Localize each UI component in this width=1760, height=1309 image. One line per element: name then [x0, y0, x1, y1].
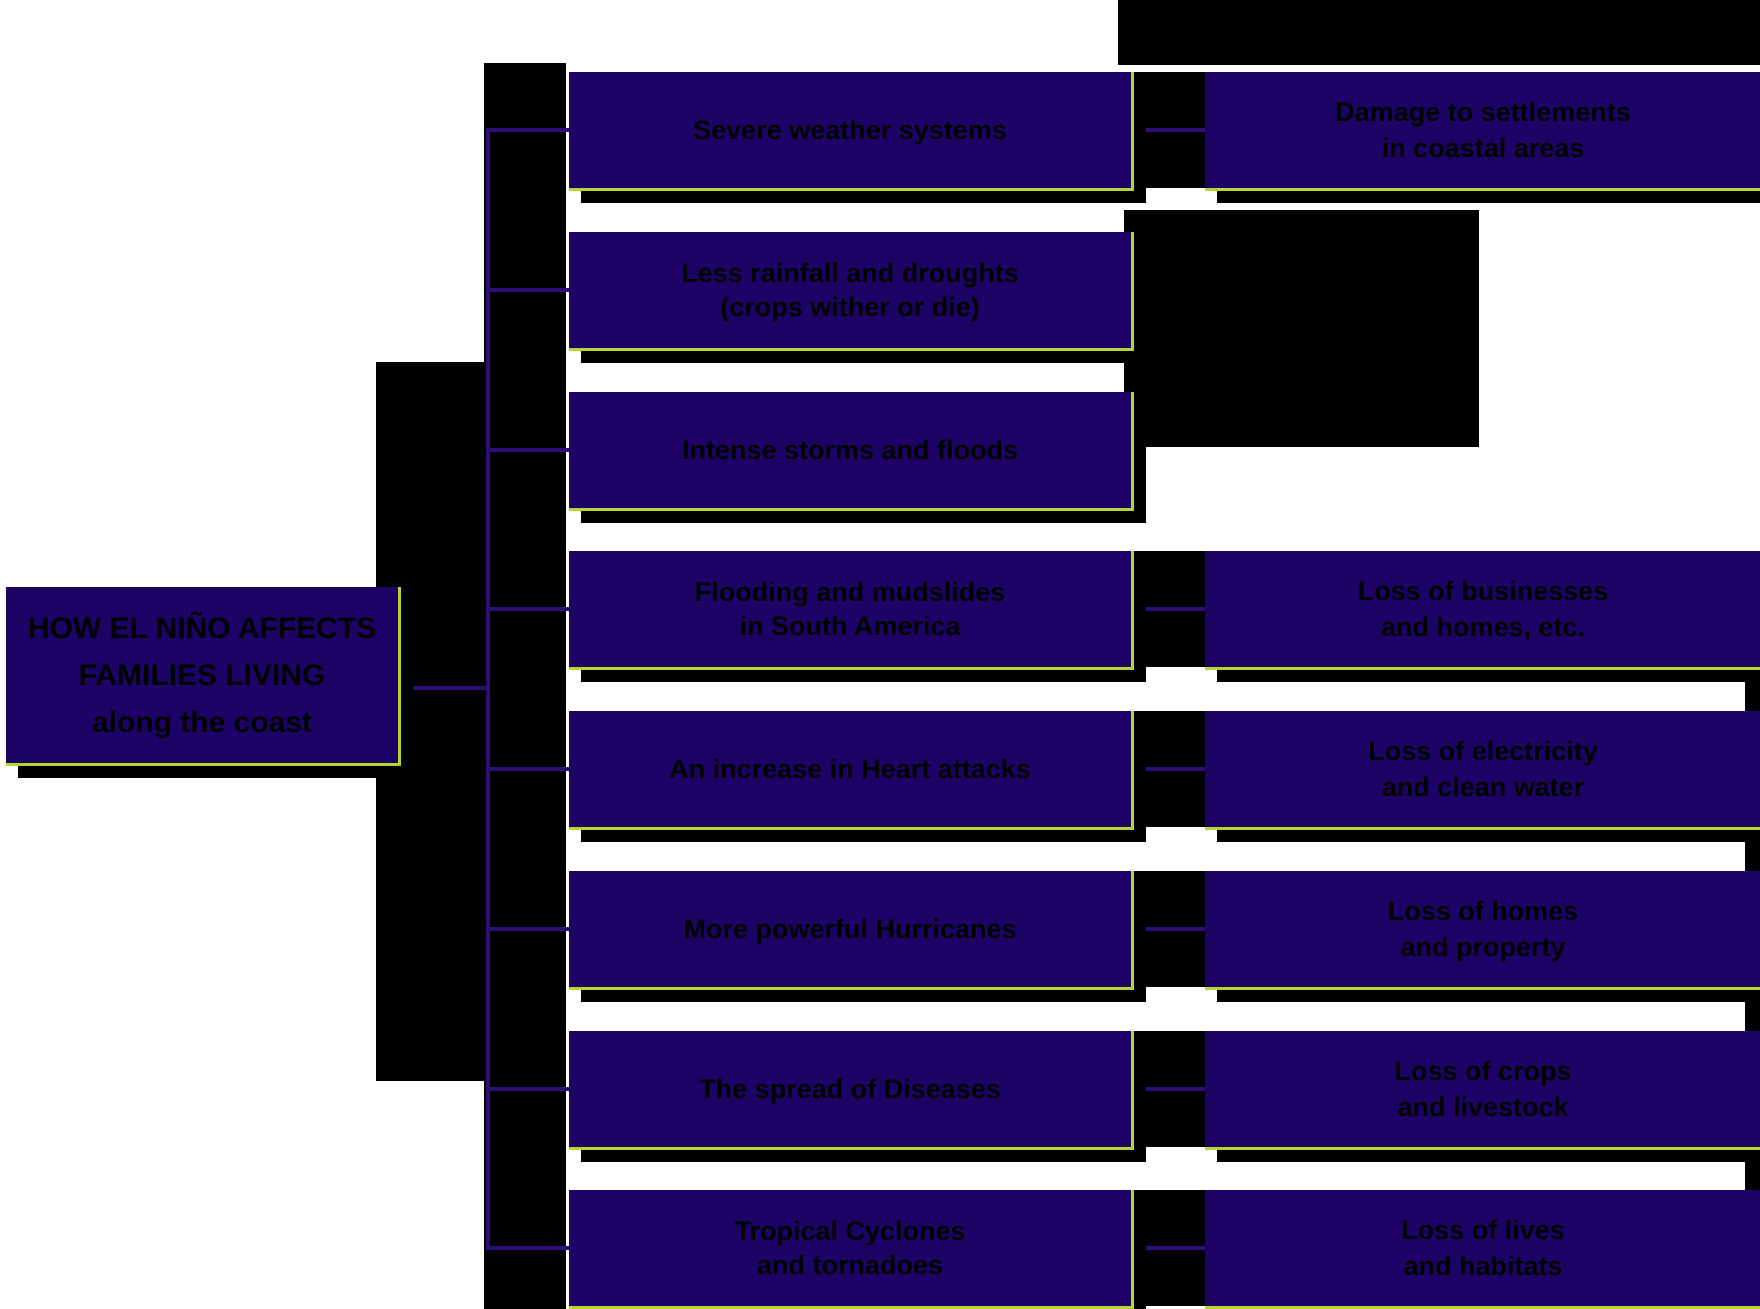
- connector-trunk-to-box: [486, 128, 569, 132]
- node-label-line: Flooding and mudslides: [694, 577, 1006, 607]
- node-label-line: Tropical Cyclones: [734, 1216, 966, 1246]
- consequence-node-4: Loss of businesses and homes, etc.: [1205, 551, 1760, 670]
- effect-node-2: Less rainfall and droughts (crops wither…: [569, 232, 1134, 351]
- node-label-line: An increase in Heart attacks: [669, 754, 1031, 784]
- effect-node-4: Flooding and mudslides in South America: [569, 551, 1134, 670]
- effect-node-8: Tropical Cyclones and tornadoes: [569, 1190, 1134, 1309]
- artifact-right-edge-strip: [1745, 1147, 1760, 1190]
- root-label-line: along the coast: [91, 705, 313, 739]
- connector-trunk-to-box: [486, 1246, 569, 1250]
- effect-node-6: More powerful Hurricanes: [569, 871, 1134, 990]
- connector-trunk-to-box: [486, 448, 569, 452]
- effect-node-3: Intense storms and floods: [569, 392, 1134, 511]
- root-label-line: HOW EL NIÑO AFFECTS: [27, 611, 377, 645]
- node-label-line: in South America: [739, 611, 961, 641]
- connector-box-to-child: [1128, 1087, 1205, 1091]
- node-label-line: Damage to settlements: [1335, 97, 1631, 127]
- connector-box-to-child: [1128, 927, 1205, 931]
- root-node: HOW EL NIÑO AFFECTS FAMILIES LIVING alon…: [6, 587, 401, 766]
- node-label-line: Severe weather systems: [693, 115, 1007, 145]
- connector-box-to-child: [1128, 607, 1205, 611]
- node-label-line: Loss of businesses: [1357, 576, 1609, 606]
- node-label-line: in coastal areas: [1381, 133, 1585, 163]
- consequence-node-1: Damage to settlements in coastal areas: [1205, 72, 1760, 191]
- connector-trunk-to-box: [486, 767, 569, 771]
- node-label-line: Less rainfall and droughts: [681, 258, 1019, 288]
- consequence-node-6: Loss of homes and property: [1205, 871, 1760, 990]
- artifact-black-trunk-strip: [484, 63, 566, 1309]
- node-label-line: and property: [1400, 932, 1566, 962]
- effect-node-5: An increase in Heart attacks: [569, 711, 1134, 830]
- connector-box-to-child: [1128, 128, 1205, 132]
- node-label-line: and tornadoes: [756, 1250, 944, 1280]
- connector-trunk-to-box: [486, 927, 569, 931]
- consequence-node-7: Loss of crops and livestock: [1205, 1031, 1760, 1150]
- node-label-line: and livestock: [1397, 1092, 1569, 1122]
- node-label-line: Loss of crops: [1394, 1056, 1572, 1086]
- node-label-line: (crops wither or die): [720, 292, 980, 322]
- connector-box-to-child: [1128, 767, 1205, 771]
- connector-box-to-child: [1128, 1246, 1205, 1250]
- root-label-line: FAMILIES LIVING: [78, 658, 326, 692]
- node-label-line: Loss of homes: [1387, 896, 1579, 926]
- node-label-line: Loss of lives: [1401, 1215, 1565, 1245]
- connector-trunk-to-box: [486, 607, 569, 611]
- node-label-line: and habitats: [1403, 1251, 1563, 1281]
- effect-node-1: Severe weather systems: [569, 72, 1134, 191]
- node-label-line: More powerful Hurricanes: [683, 914, 1017, 944]
- artifact-right-edge-strip: [1745, 827, 1760, 871]
- consequence-node-5: Loss of electricity and clean water: [1205, 711, 1760, 830]
- effect-node-7: The spread of Diseases: [569, 1031, 1134, 1150]
- artifact-right-edge-strip: [1745, 667, 1760, 711]
- node-label-line: Intense storms and floods: [681, 435, 1019, 465]
- node-label-line: The spread of Diseases: [699, 1074, 1001, 1104]
- consequence-node-8: Loss of lives and habitats: [1205, 1190, 1760, 1309]
- node-label-line: and clean water: [1381, 772, 1585, 802]
- artifact-right-edge-strip: [1745, 987, 1760, 1031]
- connector-trunk-to-box: [486, 288, 569, 292]
- connector-trunk-to-box: [486, 1087, 569, 1091]
- connector-root-to-trunk: [398, 686, 490, 690]
- node-label-line: Loss of electricity: [1368, 736, 1598, 766]
- node-label-line: and homes, etc.: [1380, 612, 1586, 642]
- artifact-black-rows23-right: [1124, 210, 1479, 447]
- artifact-black-top-right: [1118, 0, 1760, 65]
